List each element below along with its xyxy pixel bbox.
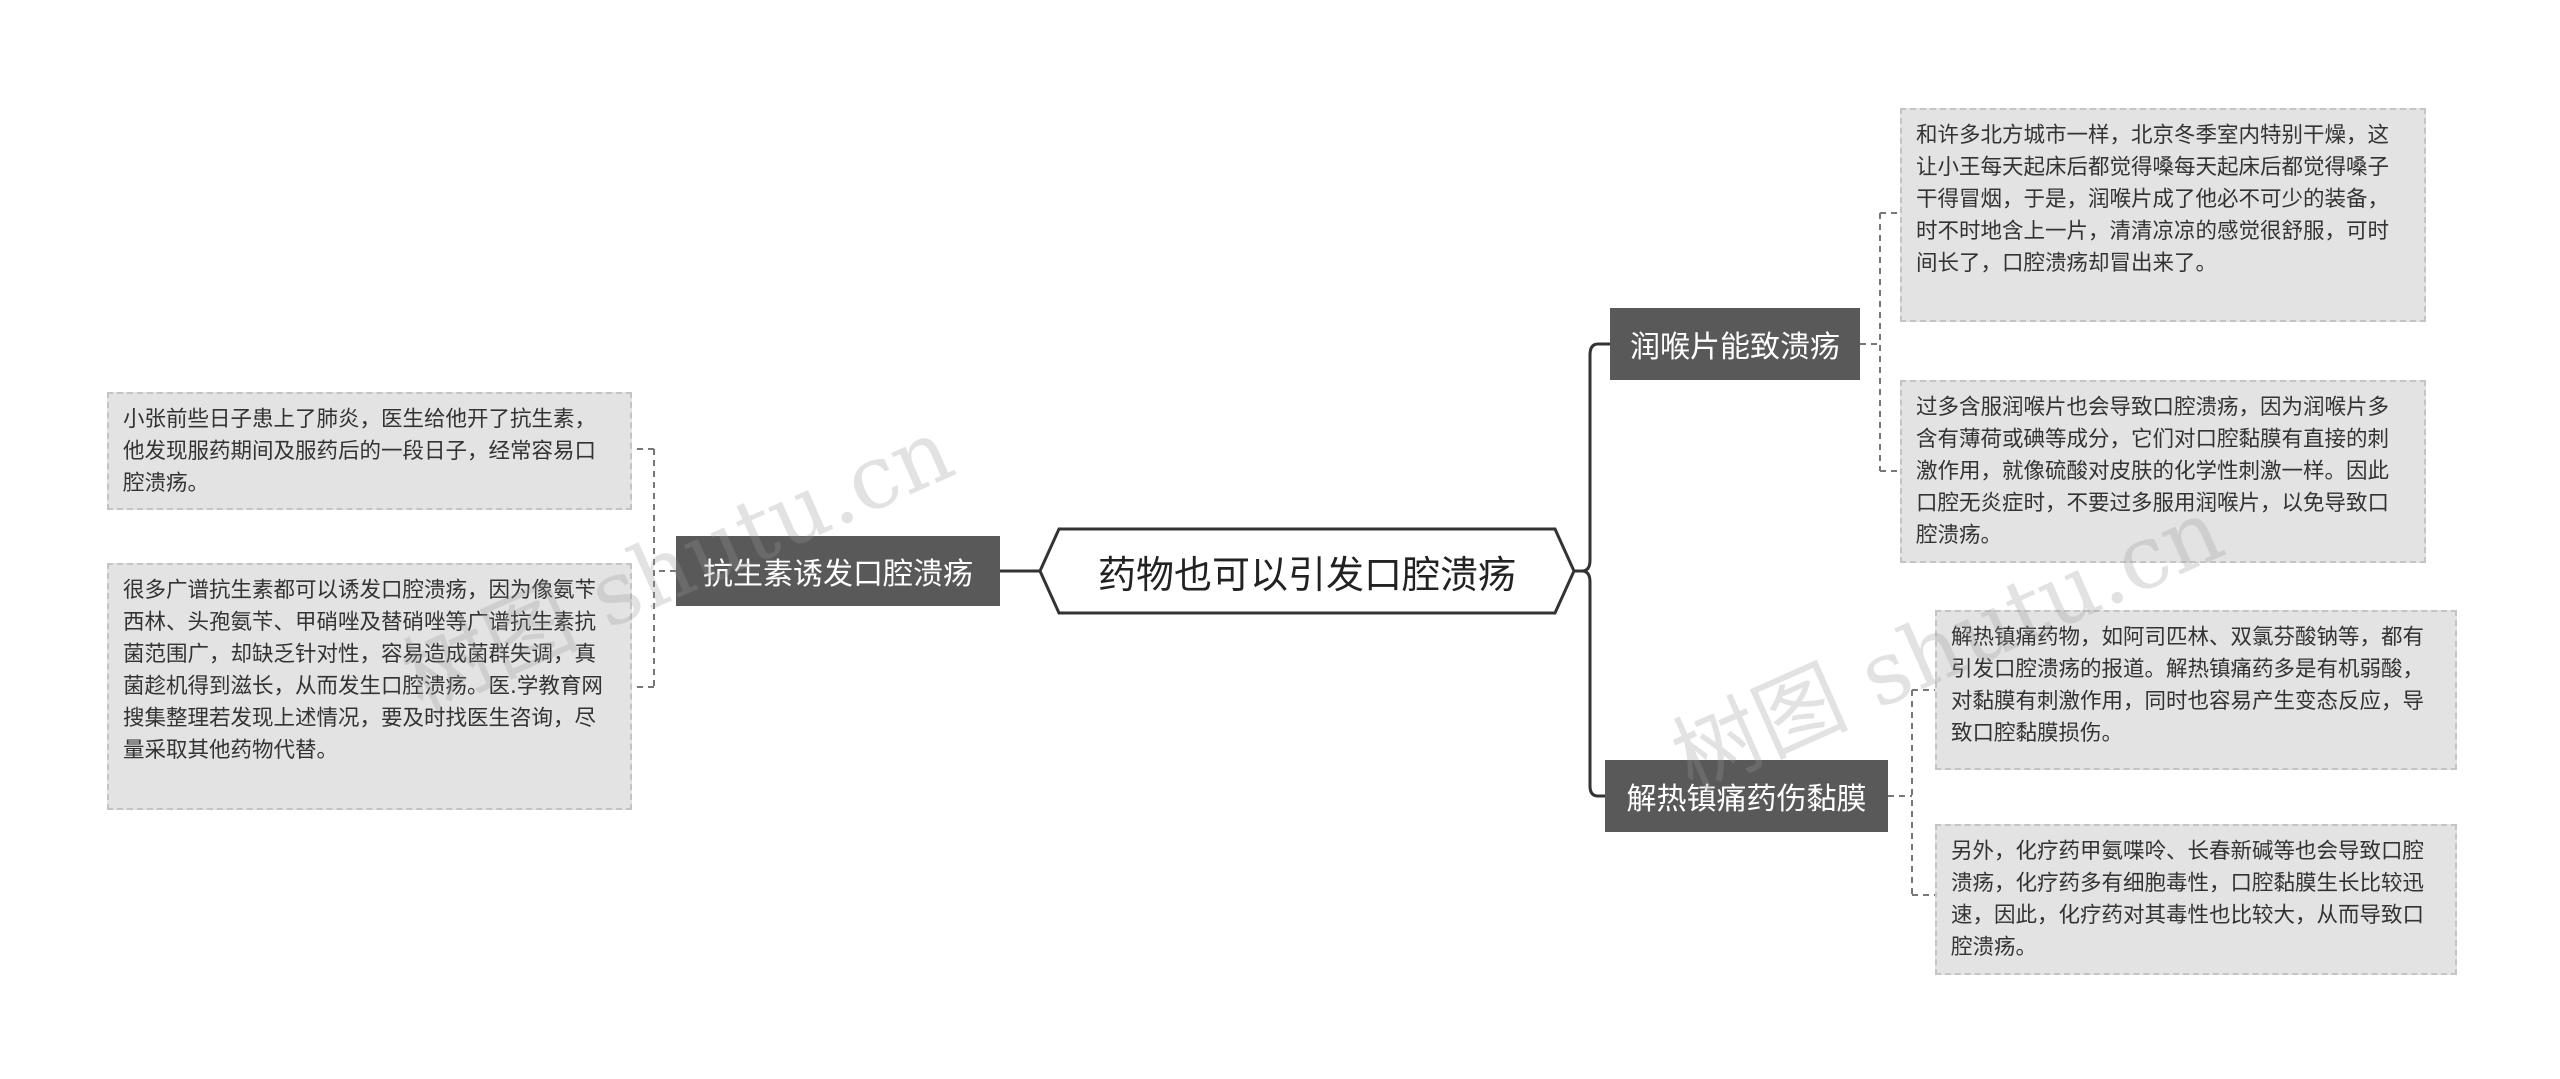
leaf-text: 和许多北方城市一样，北京冬季室内特别干燥，这让小王每天起床后都觉得嗓每天起床后都… bbox=[1916, 123, 2390, 276]
branch-label: 抗生素诱发口腔溃疡 bbox=[703, 557, 973, 592]
root-node[interactable]: 药物也可以引发口腔溃疡 bbox=[1060, 530, 1554, 612]
branch-node-lozenges[interactable]: 润喉片能致溃疡 bbox=[1610, 308, 1860, 380]
branch-label: 润喉片能致溃疡 bbox=[1630, 330, 1840, 365]
branch-label: 解热镇痛药伤黏膜 bbox=[1626, 782, 1867, 817]
root-node-label: 药物也可以引发口腔溃疡 bbox=[1097, 552, 1516, 597]
branch-node-analgesics[interactable]: 解热镇痛药伤黏膜 bbox=[1605, 760, 1888, 832]
leaf-node-antibiotics-2[interactable]: 很多广谱抗生素都可以诱发口腔溃疡，因为像氨苄西林、头孢氨苄、甲硝唑及替硝唑等广谱… bbox=[107, 563, 632, 810]
leaf-text: 过多含服润喉片也会导致口腔溃疡，因为润喉片多含有薄荷或碘等成分，它们对口腔黏膜有… bbox=[1916, 395, 2390, 548]
branch-node-antibiotics[interactable]: 抗生素诱发口腔溃疡 bbox=[676, 536, 1000, 606]
connector-root-right-top bbox=[1574, 342, 1610, 573]
leaf-node-analgesics-2[interactable]: 另外，化疗药甲氨喋呤、长春新碱等也会导致口腔溃疡，化疗药多有细胞毒性，口腔黏膜生… bbox=[1935, 824, 2457, 975]
leaf-node-analgesics-1[interactable]: 解热镇痛药物，如阿司匹林、双氯芬酸钠等，都有引发口腔溃疡的报道。解热镇痛药多是有… bbox=[1935, 610, 2457, 770]
leaf-text: 另外，化疗药甲氨喋呤、长春新碱等也会导致口腔溃疡，化疗药多有细胞毒性，口腔黏膜生… bbox=[1951, 839, 2425, 960]
connector-root-right-bottom bbox=[1581, 569, 1605, 798]
leaf-text: 解热镇痛药物，如阿司匹林、双氯芬酸钠等，都有引发口腔溃疡的报道。解热镇痛药多是有… bbox=[1951, 625, 2425, 746]
leaf-text: 小张前些日子患上了肺炎，医生给他开了抗生素，他发现服药期间及服药后的一段日子，经… bbox=[123, 407, 597, 496]
leaf-node-antibiotics-1[interactable]: 小张前些日子患上了肺炎，医生给他开了抗生素，他发现服药期间及服药后的一段日子，经… bbox=[107, 392, 632, 510]
leaf-node-lozenges-2[interactable]: 过多含服润喉片也会导致口腔溃疡，因为润喉片多含有薄荷或碘等成分，它们对口腔黏膜有… bbox=[1900, 380, 2426, 563]
leaf-text: 很多广谱抗生素都可以诱发口腔溃疡，因为像氨苄西林、头孢氨苄、甲硝唑及替硝唑等广谱… bbox=[123, 578, 603, 763]
leaf-node-lozenges-1[interactable]: 和许多北方城市一样，北京冬季室内特别干燥，这让小王每天起床后都觉得嗓每天起床后都… bbox=[1900, 108, 2426, 322]
